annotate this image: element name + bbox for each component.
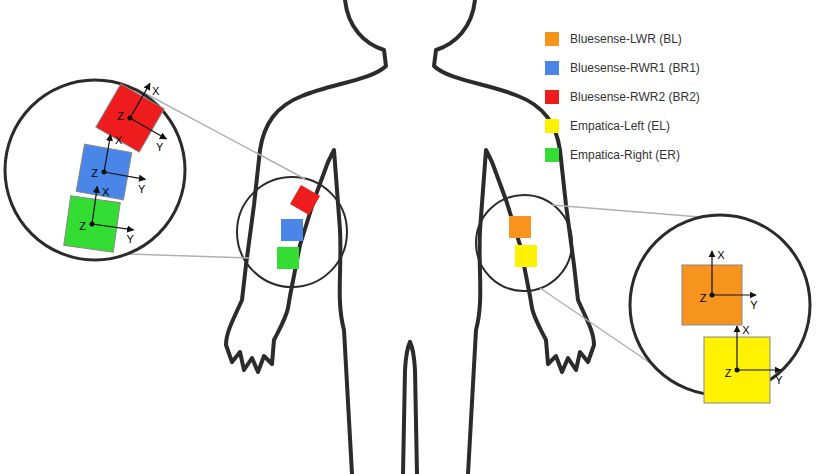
axis-origin <box>735 368 740 373</box>
body-right-half <box>410 0 594 474</box>
legend-row: Empatica-Right (ER) <box>545 148 680 162</box>
zoom-lines <box>128 88 700 390</box>
legend-text: Empatica-Left (EL) <box>570 119 670 133</box>
zoom-sensor-br2 <box>96 71 187 161</box>
axis-label: Y <box>750 299 757 311</box>
axis-arrow <box>92 224 134 230</box>
legend-text: Bluesense-LWR (BL) <box>570 32 682 46</box>
sensor-el <box>515 245 537 267</box>
legend-swatch <box>545 61 559 75</box>
sensor-square <box>64 196 120 252</box>
legend-row: Bluesense-RWR2 (BR2) <box>545 90 700 104</box>
legend-text: Bluesense-RWR2 (BR2) <box>570 90 700 104</box>
zoom-sensor-bl <box>682 251 756 325</box>
body-contour <box>226 0 386 474</box>
axis-arrow <box>711 251 712 295</box>
legend-text: Empatica-Right (ER) <box>570 148 680 162</box>
legend-swatch <box>545 119 559 133</box>
axis-label: Y <box>127 233 134 245</box>
axis-label: Z <box>79 220 86 232</box>
axis-arrow <box>737 369 781 370</box>
legend-row: Bluesense-RWR1 (BR1) <box>545 61 700 75</box>
axis-arrow <box>736 326 737 370</box>
sensor-br1 <box>281 219 303 241</box>
axis-arrow <box>130 118 166 139</box>
axis-origin <box>89 221 95 227</box>
axis-label: Y <box>775 374 782 386</box>
leg-inner <box>410 342 417 474</box>
focus-circle <box>237 177 347 287</box>
zoom-line <box>552 205 700 217</box>
leg-inner <box>403 342 410 474</box>
legend-swatch <box>545 32 559 46</box>
axis-label: X <box>115 134 122 146</box>
body-outline <box>226 0 594 474</box>
legend-text: Bluesense-RWR1 (BR1) <box>570 61 700 75</box>
zoomed-sensors <box>64 71 781 403</box>
axis-label: Y <box>156 141 163 153</box>
axis-arrow <box>92 186 97 224</box>
sensor-er <box>277 247 299 269</box>
legend-row: Empatica-Left (EL) <box>545 119 670 133</box>
axis-label: X <box>717 249 724 261</box>
zoom-circle <box>5 80 185 260</box>
zoom-line <box>128 254 250 258</box>
zoom-sensor-br1 <box>76 130 152 203</box>
sensor-square <box>96 84 164 152</box>
axis-label: Z <box>91 167 98 179</box>
axis-label: Z <box>117 110 124 122</box>
legend-swatch <box>545 90 559 104</box>
axis-label: Z <box>700 292 707 304</box>
axis-label: Z <box>725 367 732 379</box>
axis-label: X <box>102 186 109 198</box>
focus-circle <box>476 195 572 291</box>
axis-label: Y <box>138 183 145 195</box>
axis-origin <box>101 169 107 175</box>
axis-arrow <box>712 294 756 295</box>
axis-label: X <box>152 85 159 97</box>
axis-label: X <box>742 324 749 336</box>
axis-arrow <box>104 135 111 172</box>
sensor-square <box>76 144 132 200</box>
axis-origin <box>127 115 134 122</box>
axis-arrow <box>104 172 145 179</box>
sensor-br2 <box>290 185 320 215</box>
sensor-bl <box>509 216 531 238</box>
legend-row: Bluesense-LWR (BL) <box>545 32 682 46</box>
axis-origin <box>710 293 715 298</box>
body-left-half <box>226 0 410 474</box>
zoom-sensor-el <box>704 326 781 403</box>
legend-swatch <box>545 148 559 162</box>
axis-arrow <box>130 83 150 118</box>
sensors-on-arm <box>277 185 537 269</box>
zoom-sensor-er <box>64 183 139 255</box>
